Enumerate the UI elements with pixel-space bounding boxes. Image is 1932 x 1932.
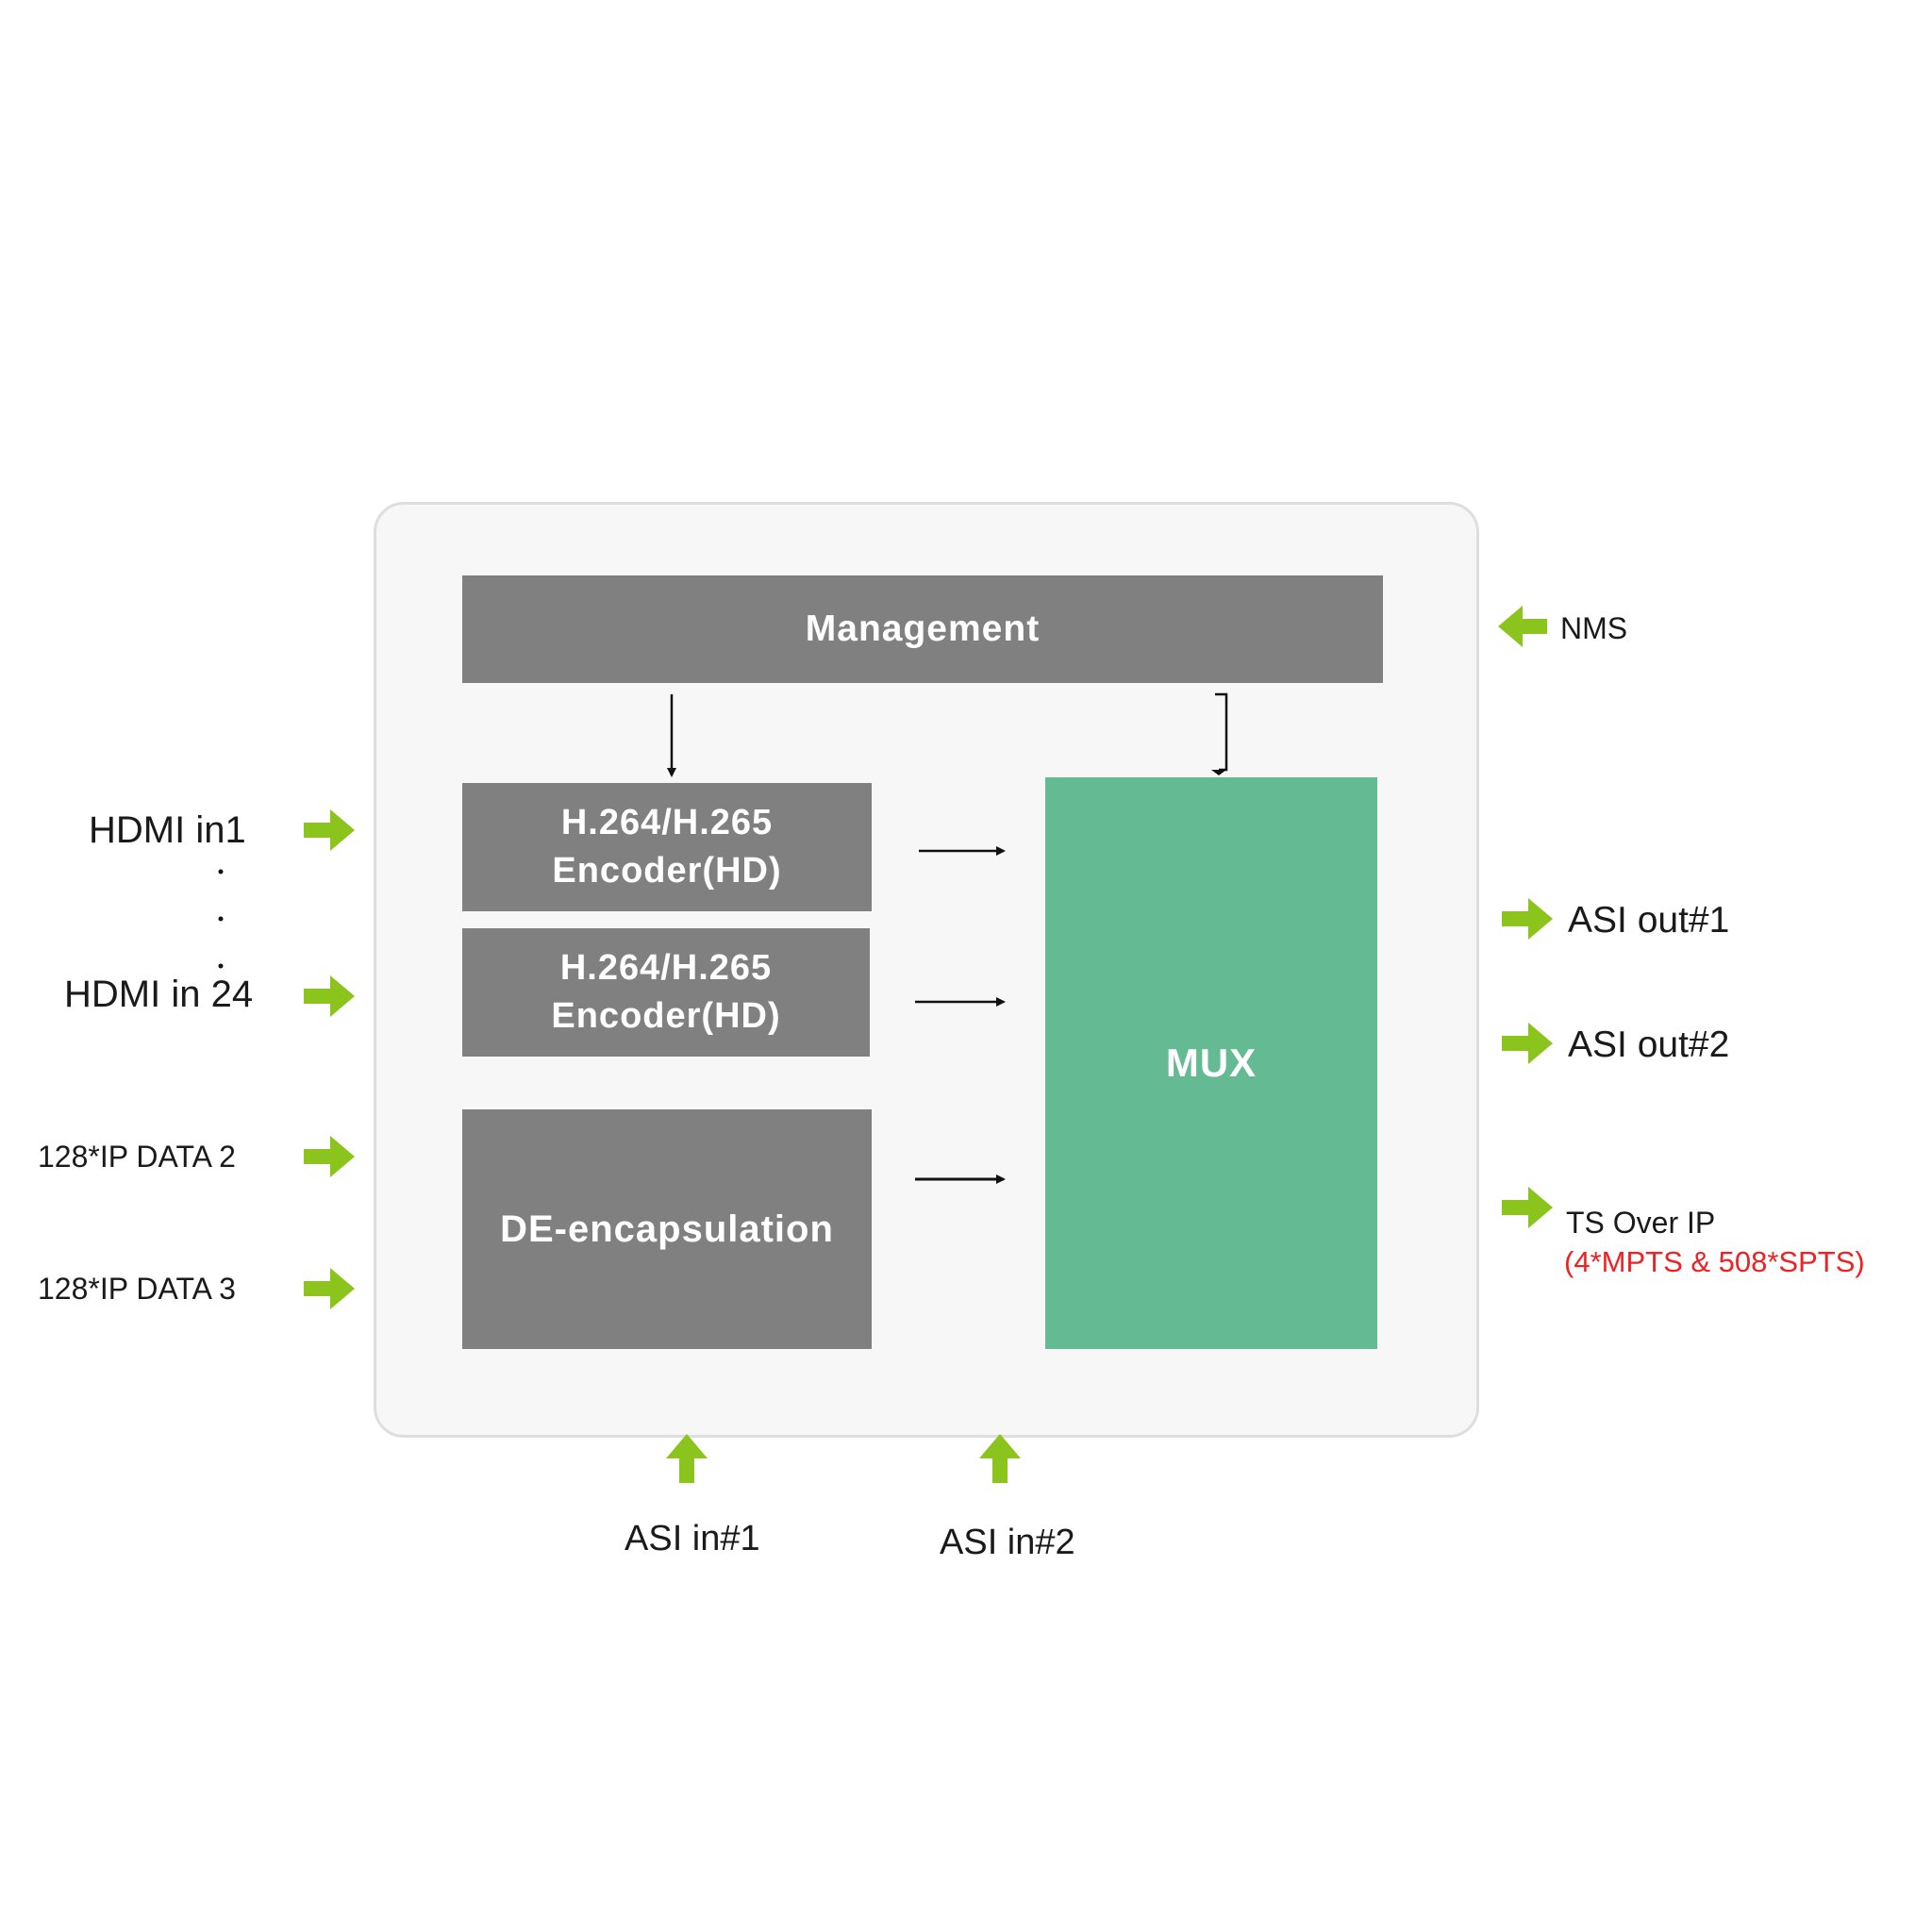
ip-data-2-label: 128*IP DATA 2 bbox=[38, 1140, 236, 1174]
green-arrow-right-icon bbox=[304, 1268, 355, 1309]
nms-label: NMS bbox=[1560, 611, 1628, 645]
green-arrow-right-icon bbox=[304, 975, 355, 1017]
green-arrow-up-icon bbox=[666, 1434, 708, 1483]
asi-in-2-label: ASI in#2 bbox=[940, 1523, 1075, 1562]
ip-data-3-label: 128*IP DATA 3 bbox=[38, 1272, 236, 1306]
ts-over-ip-detail: (4*MPTS & 508*SPTS) bbox=[1564, 1245, 1865, 1278]
green-arrow-right-icon bbox=[304, 809, 355, 851]
encoder-1-line-1: H.264/H.265 bbox=[560, 802, 774, 842]
management-block: Management bbox=[462, 575, 1383, 683]
green-arrow-right-icon bbox=[304, 1136, 355, 1177]
ellipsis-dot bbox=[218, 869, 224, 874]
encoder-block-1: H.264/H.265 Encoder(HD) bbox=[462, 783, 872, 911]
de-encapsulation-block: DE-encapsulation bbox=[462, 1109, 872, 1349]
encoder-2-line-1: H.264/H.265 bbox=[559, 947, 773, 988]
hdmi-in-1-label: HDMI in1 bbox=[89, 809, 246, 851]
asi-in-1-label: ASI in#1 bbox=[625, 1519, 760, 1558]
green-arrow-left-icon bbox=[1498, 606, 1547, 647]
green-arrow-right-icon bbox=[1502, 898, 1553, 940]
encoder-1-line-2: Encoder(HD) bbox=[552, 851, 782, 891]
green-arrow-right-icon bbox=[1502, 1023, 1553, 1064]
green-arrow-up-icon bbox=[979, 1434, 1021, 1483]
ts-over-ip-label: TS Over IP bbox=[1566, 1206, 1716, 1240]
asi-out-1-label: ASI out#1 bbox=[1568, 900, 1730, 941]
hdmi-in-24-label: HDMI in 24 bbox=[64, 974, 254, 1015]
encoder-block-2: H.264/H.265 Encoder(HD) bbox=[462, 928, 870, 1057]
mux-label: MUX bbox=[1165, 1041, 1257, 1085]
asi-out-2-label: ASI out#2 bbox=[1568, 1024, 1730, 1065]
de-encapsulation-label: DE-encapsulation bbox=[500, 1208, 834, 1250]
ellipsis-dot bbox=[218, 963, 224, 969]
encoder-2-line-2: Encoder(HD) bbox=[551, 996, 781, 1036]
mux-block: MUX bbox=[1045, 777, 1377, 1349]
ellipsis-dot bbox=[218, 916, 224, 922]
green-arrow-right-icon bbox=[1502, 1187, 1553, 1228]
management-label: Management bbox=[805, 608, 1041, 649]
